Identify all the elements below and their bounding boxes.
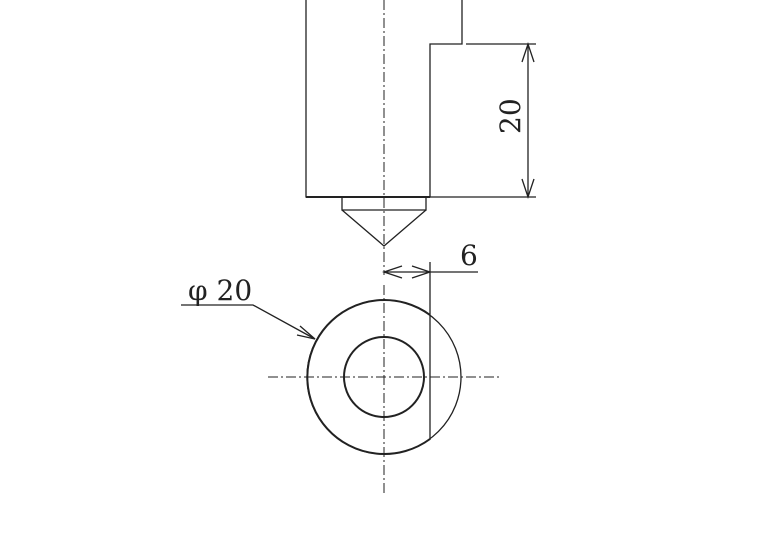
side-view xyxy=(305,0,463,275)
diameter-dimension: φ 20 xyxy=(181,274,316,340)
arrow-icon xyxy=(381,265,433,279)
leader-line xyxy=(181,304,316,340)
tip-collar xyxy=(341,197,427,211)
diameter-label: φ 20 xyxy=(188,274,252,307)
arrow-icon xyxy=(296,325,316,340)
height-label: 20 xyxy=(494,98,527,134)
arrow-icon xyxy=(521,41,535,200)
shaft-outline xyxy=(305,0,463,198)
height-dimension: 20 xyxy=(430,41,536,200)
cone-tip xyxy=(341,209,427,247)
offset-dimension: 6 xyxy=(381,239,478,440)
offset-label: 6 xyxy=(460,239,478,272)
end-view xyxy=(268,285,502,495)
